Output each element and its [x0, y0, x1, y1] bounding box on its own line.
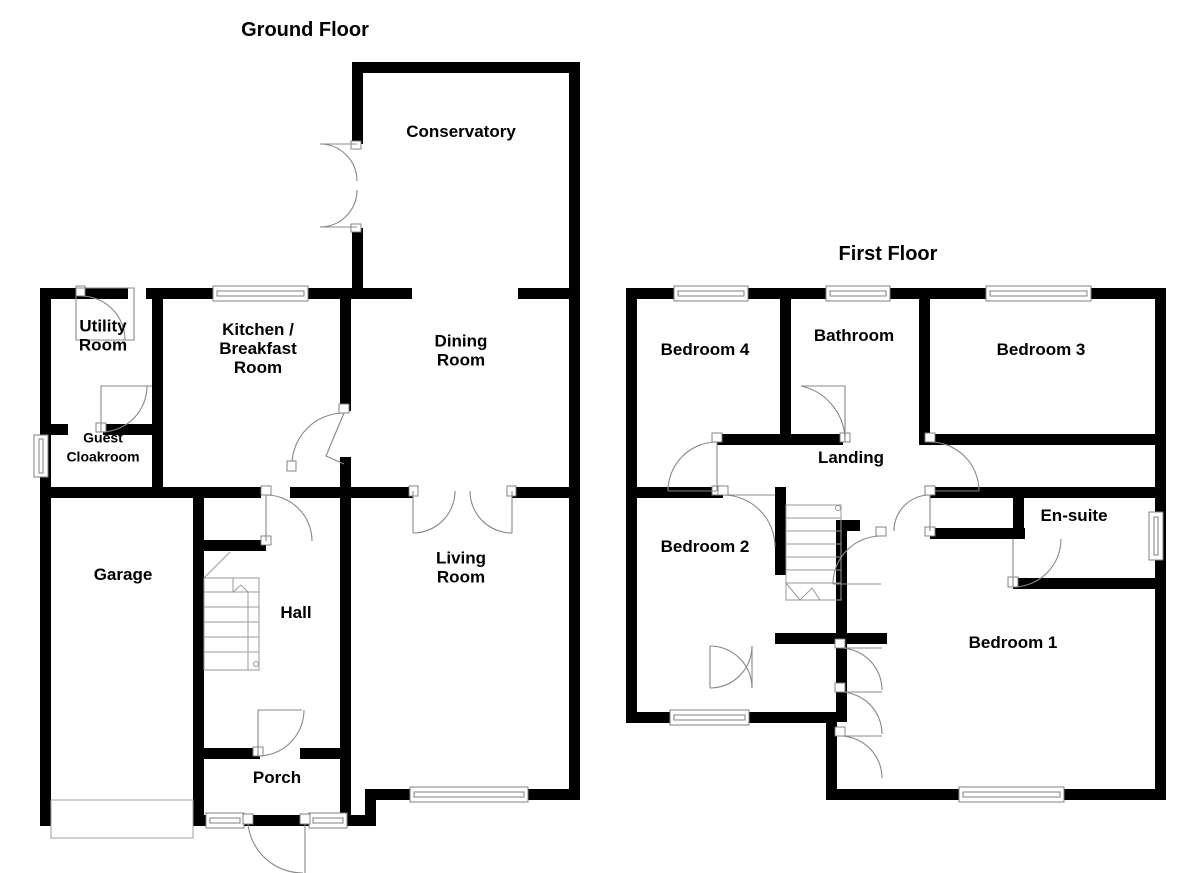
ground-doors[interactable] — [75, 285, 517, 873]
door-bedroom-2 — [717, 485, 776, 548]
door-front-entrance — [242, 813, 311, 873]
room-label-garage: Garage — [94, 565, 153, 584]
door-utility-external — [75, 285, 135, 341]
window-bedroom-2 — [669, 709, 750, 726]
room-label-bedroom1: Bedroom 1 — [969, 633, 1058, 652]
first-internal-walls — [626, 299, 1166, 722]
ground-outer-walls — [40, 288, 580, 826]
window-porch-left — [205, 812, 245, 829]
room-label-conservatory: Conservatory — [406, 122, 516, 141]
window-bedroom-3 — [985, 285, 1092, 302]
room-label-hall: Hall — [280, 603, 311, 622]
window-living-room — [409, 786, 529, 803]
door-cloakroom — [95, 385, 152, 433]
ground-floor-plan — [33, 62, 580, 873]
garage-apron — [50, 799, 194, 839]
door-bathroom — [800, 385, 851, 443]
door-porch-internal — [252, 709, 305, 757]
window-bathroom — [825, 285, 891, 302]
conservatory-walls — [352, 62, 580, 294]
hall-staircase — [203, 551, 260, 671]
door-bedroom-4 — [667, 432, 723, 496]
door-kitchen-hall — [286, 403, 350, 472]
window-kitchen — [212, 285, 309, 302]
room-label-bathroom: Bathroom — [814, 326, 894, 345]
door-airing-cupboard — [893, 485, 936, 537]
window-bedroom-4 — [673, 285, 749, 302]
room-label-landing: Landing — [818, 448, 884, 467]
conservatory-double-door[interactable] — [319, 140, 362, 233]
window-ensuite — [1148, 511, 1164, 561]
ground-floor-title: Ground Floor — [241, 19, 369, 41]
room-label-bedroom2: Bedroom 2 — [661, 537, 750, 556]
room-label-porch: Porch — [253, 768, 301, 787]
window-cloakroom — [33, 434, 49, 478]
door-bedroom-1-wardrobes — [834, 638, 883, 779]
window-porch-right — [308, 812, 348, 829]
room-label-bedroom3: Bedroom 3 — [997, 340, 1086, 359]
landing-staircase — [785, 504, 842, 601]
door-living-double — [408, 485, 517, 534]
room-label-bedroom4: Bedroom 4 — [661, 340, 750, 359]
window-bedroom-1 — [958, 786, 1065, 803]
door-ensuite — [1007, 538, 1062, 588]
first-floor-plan — [626, 285, 1166, 803]
first-windows — [669, 285, 1164, 803]
room-label-ensuite: En-suite — [1040, 506, 1107, 525]
door-bedroom-2-wardrobe — [709, 645, 753, 689]
first-floor-title: First Floor — [839, 243, 938, 265]
door-hall-cupboard — [260, 485, 313, 546]
ground-internal-walls — [40, 288, 580, 826]
